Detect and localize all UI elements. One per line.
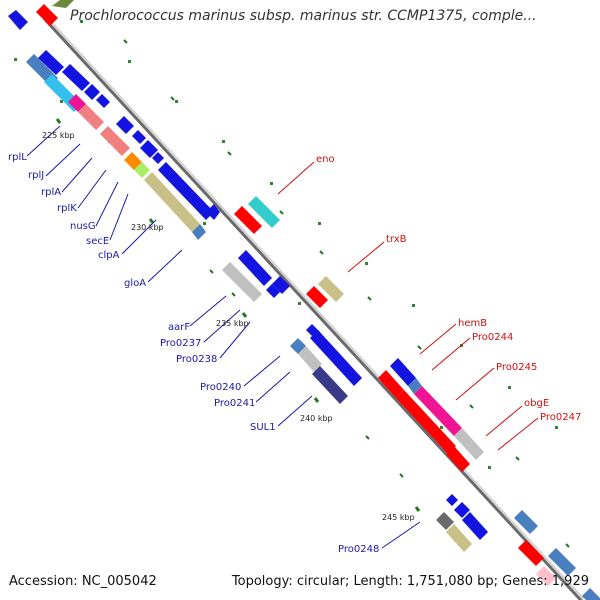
accession-text: Accession: NC_005042 [9, 574, 157, 589]
forward-gene-labels: eno trxB hemB Pro0244 Pro0245 obgE Pro02… [316, 154, 581, 423]
gene-block[interactable] [378, 370, 404, 398]
forward-leader-lines [277, 161, 539, 451]
gene-label: aarF [168, 322, 190, 333]
gene-label: gloA [124, 278, 146, 289]
gene-block[interactable] [112, 138, 130, 156]
gene-block[interactable] [96, 94, 110, 108]
scale-label: 225 kbp [42, 131, 75, 140]
gene-block[interactable] [152, 152, 164, 164]
gene-block[interactable] [414, 386, 462, 436]
gene-block[interactable] [454, 502, 470, 518]
gene-block[interactable] [310, 330, 362, 386]
scale-label: 230 kbp [131, 223, 164, 232]
gene-label: Pro0237 [160, 338, 201, 349]
gene-block[interactable] [68, 94, 86, 112]
gene-label: rplL [8, 152, 27, 163]
gene-block[interactable] [116, 116, 134, 134]
gene-block[interactable] [140, 140, 158, 158]
gene-block[interactable] [582, 588, 600, 600]
gene-block[interactable] [192, 224, 206, 240]
gene-block[interactable] [36, 4, 58, 26]
gene-block[interactable] [248, 196, 280, 228]
reverse-gene-labels: rplL rplJ rplA rplK nusG secE clpA gloA … [8, 152, 379, 555]
gene-label: secE [86, 236, 109, 247]
gene-block[interactable] [306, 286, 328, 308]
gene-label: Pro0238 [176, 354, 217, 365]
gene-label: eno [316, 154, 335, 165]
gene-block[interactable] [390, 358, 416, 386]
gene-block[interactable] [514, 510, 538, 534]
gene-label: Pro0240 [200, 382, 241, 393]
gene-block[interactable] [234, 206, 262, 234]
gene-label: Pro0247 [540, 412, 581, 423]
gene-block[interactable] [272, 276, 290, 294]
gene-label: trxB [386, 234, 407, 245]
gene-label: Pro0248 [338, 544, 379, 555]
gene-block[interactable] [78, 104, 96, 122]
gene-label: rplA [41, 187, 61, 198]
gene-block[interactable] [436, 512, 454, 530]
scale-labels: 225 kbp 230 kbp 235 kbp 240 kbp 245 kbp [42, 131, 415, 522]
gene-block[interactable] [132, 130, 146, 144]
scale-ticks [55, 118, 421, 512]
gene-label: nusG [70, 221, 96, 232]
track-dashes [123, 39, 570, 548]
gene-label: hemB [458, 318, 487, 329]
gene-label: obgE [524, 398, 549, 409]
gene-block[interactable] [312, 366, 348, 404]
gene-block[interactable] [548, 548, 576, 576]
gene-label: SUL1 [250, 422, 276, 433]
gene-block[interactable] [318, 276, 344, 302]
gene-block[interactable] [52, 0, 74, 8]
gene-block[interactable] [222, 262, 262, 302]
gene-block[interactable] [462, 512, 488, 540]
scale-label: 245 kbp [382, 513, 415, 522]
gene-block[interactable] [446, 446, 470, 472]
gene-block[interactable] [38, 50, 64, 75]
gene-block[interactable] [298, 346, 322, 372]
reverse-strand-genes [8, 4, 488, 552]
gene-label: Pro0244 [472, 332, 513, 343]
genome-title: Prochlorococcus marinus subsp. marinus s… [70, 8, 537, 24]
gene-block[interactable] [446, 494, 458, 506]
gene-block[interactable] [266, 284, 280, 298]
gene-block[interactable] [454, 428, 484, 460]
gene-block[interactable] [206, 204, 220, 220]
gene-block[interactable] [536, 566, 556, 586]
gene-block[interactable] [84, 84, 100, 100]
gene-block[interactable] [518, 540, 544, 566]
gene-label: Pro0245 [496, 362, 537, 373]
gene-block[interactable] [238, 250, 272, 286]
gene-block[interactable] [100, 126, 120, 146]
gene-block[interactable] [62, 64, 90, 91]
topology-text: Topology: circular; Length: 1,751,080 bp… [231, 574, 589, 589]
reverse-leader-lines [26, 125, 421, 549]
gene-block[interactable] [396, 390, 456, 454]
gene-label: rplK [57, 203, 77, 214]
gene-block[interactable] [408, 378, 422, 394]
gene-block[interactable] [88, 114, 104, 130]
scale-label: 240 kbp [300, 414, 333, 423]
scale-label: 235 kbp [216, 319, 249, 328]
gene-block[interactable] [124, 152, 142, 170]
genome-backbone [43, 16, 584, 600]
gene-block[interactable] [446, 524, 472, 552]
gene-block[interactable] [8, 10, 28, 30]
gene-block[interactable] [134, 162, 150, 178]
gene-label: rplJ [28, 170, 44, 181]
forward-strand-genes [52, 0, 600, 600]
gene-block[interactable] [144, 172, 200, 232]
gene-label: Pro0241 [214, 398, 255, 409]
gene-label: clpA [98, 250, 120, 261]
gene-block[interactable] [158, 162, 214, 220]
